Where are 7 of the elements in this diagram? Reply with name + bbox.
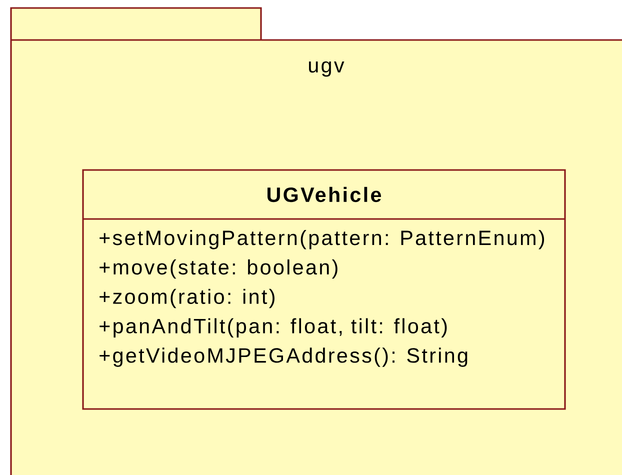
method-signature: +zoom(ratio: int) bbox=[100, 288, 274, 308]
class-box bbox=[82, 169, 566, 410]
method-signature: +getVideoMJPEGAddress(): String bbox=[100, 348, 468, 367]
method-signature: +panAndTilt(pan: float, tilt: float) bbox=[100, 318, 447, 338]
method-signature: +move(state: boolean) bbox=[100, 259, 338, 279]
class-name: UGVehicle bbox=[268, 186, 382, 202]
method-signature: +setMovingPattern(pattern: PatternEnum) bbox=[100, 230, 544, 250]
